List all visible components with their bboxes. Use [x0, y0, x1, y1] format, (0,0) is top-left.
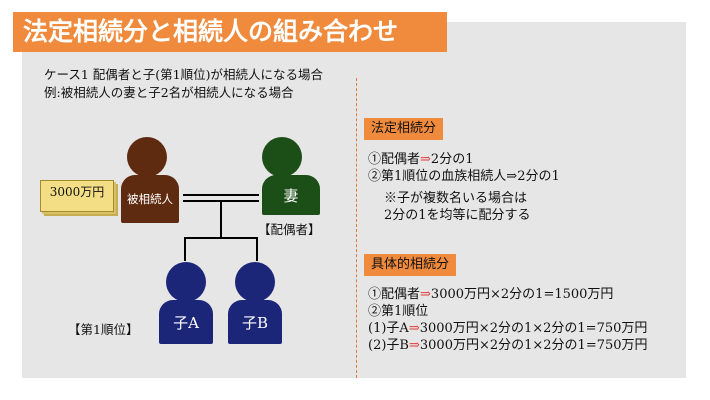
concrete-share-spouse-value: 3000万円×2分の1=1500万円	[430, 287, 614, 302]
concrete-share-child-b: (2)子B⇒3000万円×2分の1×2分の1=750万円	[368, 337, 648, 354]
arrow-icon: ⇒	[420, 152, 431, 167]
legal-share-spouse: ①配偶者⇒2分の1	[368, 151, 473, 168]
child-b-head	[235, 262, 275, 302]
concrete-share-child-a-label: (1)子A	[368, 321, 409, 336]
child-b-body: 子B	[228, 300, 282, 344]
child-a-body: 子A	[159, 300, 213, 344]
case-description: ケース1 配偶者と子(第1順位)が相続人になる場合	[44, 67, 324, 82]
legal-share-spouse-value: 2分の1	[430, 152, 474, 167]
legal-share-first-rank-label: ②第1順位の血族相続人	[368, 169, 507, 184]
concrete-share-spouse: ①配偶者⇒3000万円×2分の1=1500万円	[368, 286, 613, 303]
first-rank-label: 【第1順位】	[68, 322, 139, 337]
arrow-icon: ⇒	[408, 338, 420, 353]
child-a-line	[184, 237, 186, 261]
marriage-line-top	[183, 194, 259, 196]
concrete-share-heading: 具体的相続分	[364, 254, 457, 276]
concrete-share-child-a: (1)子A⇒3000万円×2分の1×2分の1=750万円	[368, 320, 647, 337]
children-bar	[184, 237, 258, 239]
legal-share-heading: 法定相続分	[364, 118, 444, 140]
legal-share-note-1: ※子が複数名いる場合は	[384, 191, 528, 206]
inheritance-money: 3000万円	[40, 180, 114, 212]
spouse-body: 妻	[262, 175, 320, 215]
case-example: 例:被相続人の妻と子2名が相続人になる場合	[44, 85, 294, 100]
legal-share-first-rank-value: 2分の1	[517, 169, 560, 184]
page-title: 法定相続分と相続人の組み合わせ	[13, 12, 447, 52]
legal-share-spouse-label: ①配偶者	[368, 152, 421, 167]
legal-share-first-rank: ②第1順位の血族相続人⇒2分の1	[368, 168, 560, 185]
legal-share-note-2: 2分の1を均等に配分する	[384, 208, 531, 223]
child-b-line	[256, 237, 258, 261]
child-a-head	[166, 262, 206, 302]
concrete-share-child-a-value: 3000万円×2分の1×2分の1=750万円	[419, 321, 648, 336]
spouse-head	[262, 137, 302, 177]
arrow-icon: ⇒	[506, 169, 518, 184]
marriage-line-bottom	[183, 200, 259, 202]
concrete-share-child-b-label: (2)子B	[368, 338, 409, 353]
spouse-label: 【配偶者】	[258, 222, 321, 237]
concrete-share-first-rank: ②第1順位	[368, 304, 429, 319]
decedent-head	[127, 137, 167, 177]
arrow-icon: ⇒	[408, 321, 420, 336]
concrete-share-spouse-label: ①配偶者	[368, 287, 421, 302]
decedent-body: 被相続人	[121, 175, 179, 223]
descent-line	[220, 202, 222, 238]
section-divider	[356, 78, 357, 378]
concrete-share-child-b-value: 3000万円×2分の1×2分の1=750万円	[419, 338, 648, 353]
arrow-icon: ⇒	[420, 287, 431, 302]
